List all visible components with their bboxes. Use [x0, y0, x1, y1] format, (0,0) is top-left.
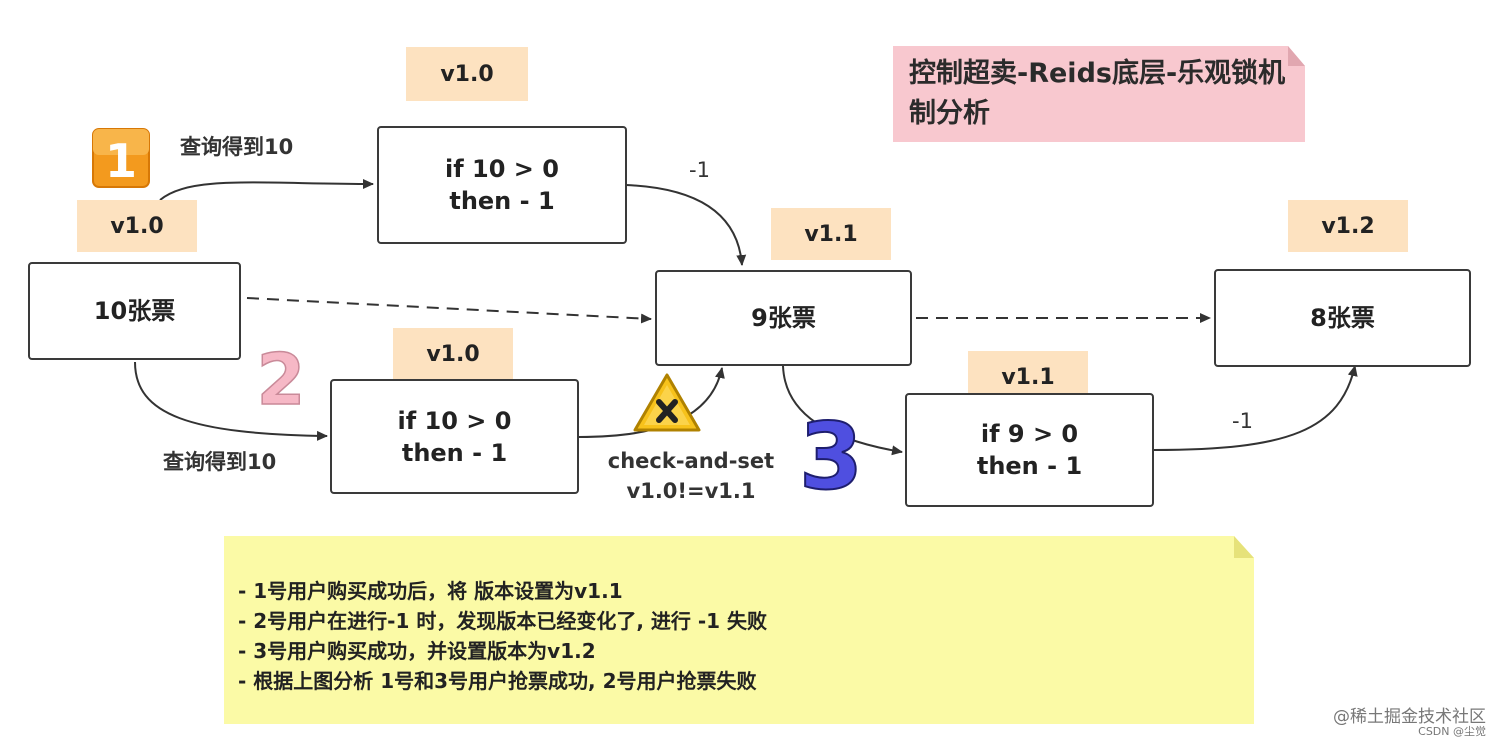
version-tag-user1: v1.0 — [406, 47, 528, 101]
version-tag-initial: v1.0 — [77, 200, 197, 252]
watermark-juejin: @稀土掘金技术社区 — [1333, 707, 1486, 727]
summary-line-2: - 2号用户在进行-1 时，发现版本已经变化了, 进行 -1 失败 — [238, 609, 768, 633]
summary-line-1: - 1号用户购买成功后，将 版本设置为v1.1 — [238, 579, 623, 603]
step-badge-1-icon: 1 — [92, 128, 150, 188]
arrow-user3-to-8 — [1153, 365, 1358, 451]
user3-operation-node: if 9 > 0 then - 1 — [905, 393, 1154, 507]
user3-condition: if 9 > 0 — [980, 420, 1079, 448]
step-badge-3-icon: 3 — [798, 404, 864, 496]
arrow-initial-to-user1 — [159, 178, 374, 201]
warning-icon — [633, 373, 701, 432]
summary-note: - 1号用户购买成功后，将 版本设置为v1.1 - 2号用户在进行-1 时，发现… — [224, 536, 1254, 724]
version-tag-8: v1.2 — [1288, 200, 1408, 252]
stock-node-9-label: 9张票 — [751, 304, 816, 332]
user3-action: then - 1 — [976, 452, 1083, 480]
user2-action: then - 1 — [401, 438, 508, 467]
user1-query-label: 查询得到10 — [180, 135, 294, 159]
watermark-csdn: CSDN @尘觉 — [1418, 725, 1486, 738]
arrow-9-to-user3 — [782, 365, 903, 456]
stock-node-10: 10张票 — [28, 262, 241, 360]
title-note: 控制超卖-Reids底层-乐观锁机制分析 — [893, 46, 1305, 142]
user1-action: then - 1 — [449, 187, 555, 215]
user1-operation-node: if 10 > 0 then - 1 — [377, 126, 627, 244]
version-tag-9: v1.1 — [771, 208, 891, 260]
step-badge-2-icon: 2 — [256, 340, 306, 412]
user1-condition: if 10 > 0 — [445, 155, 559, 183]
arrow-initial-to-user2 — [134, 361, 328, 441]
arrow-10-to-9-dashed — [246, 297, 652, 324]
diagram-title: 控制超卖-Reids底层-乐观锁机制分析 — [909, 58, 1286, 129]
svg-text:3: 3 — [799, 404, 863, 496]
svg-text:2: 2 — [257, 340, 306, 412]
stock-node-10-label: 10张票 — [93, 297, 176, 325]
summary-line-3: - 3号用户购买成功，并设置版本为v1.2 — [238, 639, 596, 663]
user2-query-label: 查询得到10 — [163, 450, 277, 474]
version-tag-user2: v1.0 — [393, 328, 513, 380]
stock-node-9: 9张票 — [655, 270, 912, 366]
arrow-user1-to-9 — [625, 184, 747, 266]
cas-failure-line2: v1.0!=v1.1 — [626, 479, 756, 503]
user2-operation-node: if 10 > 0 then - 1 — [330, 379, 579, 494]
svg-text:1: 1 — [105, 134, 137, 188]
cas-failure-line1: check-and-set — [607, 449, 775, 473]
cas-failure-label: check-and-set v1.0!=v1.1 — [600, 446, 782, 506]
user1-decrement-label: -1 — [689, 158, 710, 182]
user3-decrement-label: -1 — [1232, 409, 1253, 433]
stock-node-8: 8张票 — [1214, 269, 1471, 367]
stock-node-8-label: 8张票 — [1310, 304, 1375, 332]
user2-condition: if 10 > 0 — [397, 406, 512, 435]
summary-line-4: - 根据上图分析 1号和3号用户抢票成功, 2号用户抢票失败 — [238, 669, 757, 693]
